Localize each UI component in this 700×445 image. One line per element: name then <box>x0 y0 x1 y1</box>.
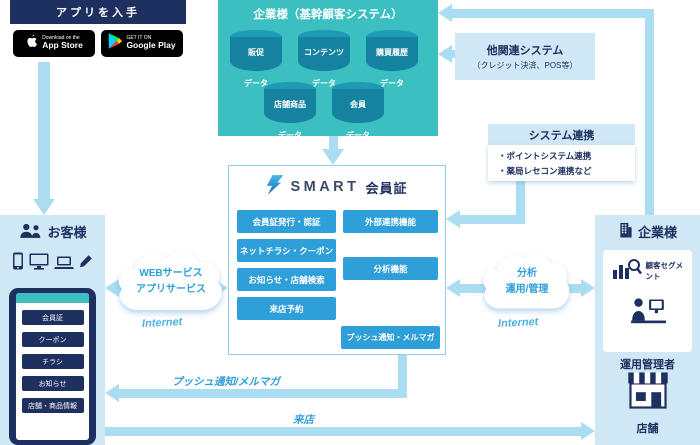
smart-logo-icon <box>266 174 284 200</box>
web-service-cloud-text: WEBサービス アプリサービス <box>136 268 206 295</box>
phone-menu-flyer: チラシ <box>21 354 84 369</box>
system-link-list: ・ポイントシステム連携 ・薬局レセコン連携など <box>488 145 635 181</box>
database-cylinder-icon: 店舗商品データ <box>264 82 316 140</box>
google-play-badge[interactable]: GET IT ON Google Play <box>101 29 183 57</box>
arrow-visit-head <box>581 422 595 440</box>
arrow-push-vline <box>398 355 407 396</box>
system-link-item: ・ポイントシステム連携 <box>498 150 592 161</box>
arrow-push-head <box>105 384 119 402</box>
apple-icon <box>25 33 38 54</box>
smart-logo: SMART 会員証 <box>238 174 436 200</box>
badge-store-name: App Store <box>42 40 83 51</box>
arrow-app-to-customer-head <box>33 199 55 215</box>
push-flow-label: プッシュ通知/メルマガ <box>172 376 280 388</box>
segment-row: 顧客セグメント <box>608 257 687 286</box>
arrow-company-to-core-head <box>438 4 452 22</box>
analysis-cloud <box>478 250 576 321</box>
chart-magnifier-icon <box>612 257 642 286</box>
storefront-icon <box>595 370 700 410</box>
arrow-company-smart-head-left <box>446 279 460 297</box>
database-cylinder-icon: コンテンツデータ <box>298 30 350 88</box>
feature-external-link: 外部連携機能 <box>343 210 438 233</box>
internet-label-left: Internet <box>141 315 183 331</box>
smart-brand-text: SMART <box>290 179 360 195</box>
arrow-customer-smart-head-left <box>105 279 119 297</box>
database-cylinder-icon: 会員データ <box>332 82 384 140</box>
arrow-related-to-core-head <box>438 45 452 63</box>
smart-brand-suffix: 会員証 <box>365 180 408 196</box>
arrow-related-to-core-line <box>449 50 456 58</box>
segment-label: 顧客セグメント <box>645 261 684 281</box>
internet-label-right: Internet <box>497 315 539 331</box>
arrow-company-to-core-vline <box>645 9 654 215</box>
related-system-subtitle: （クレジット決済、POS等） <box>472 61 578 70</box>
arrow-company-to-core-hline <box>452 9 654 18</box>
feature-net-flyer-coupon: ネットチラシ・クーポン <box>237 239 336 262</box>
badge-tagline: Download on the <box>42 35 80 42</box>
arrow-core-to-smart-line <box>329 136 338 151</box>
visit-flow-label: 来店 <box>293 414 314 426</box>
arrow-push-hline <box>117 389 407 398</box>
customer-title: お客様 <box>47 225 87 240</box>
arrow-syslink-to-smart-head <box>446 210 460 228</box>
system-link-title: システム連携 <box>488 124 635 145</box>
company-title: 企業様 <box>637 225 677 240</box>
app-store-badge[interactable]: Download on the App Store <box>13 29 95 57</box>
laptop-icon <box>54 256 74 275</box>
phone-header-band <box>16 293 89 303</box>
arrow-visit-line <box>105 427 583 436</box>
people-icon <box>18 223 42 241</box>
arrow-app-to-customer-line <box>38 62 50 202</box>
monitor-icon <box>29 253 49 275</box>
database-cylinder-icon: 購買履歴データ <box>366 30 418 88</box>
customer-devices <box>6 252 99 275</box>
feature-push-mail: プッシュ通知・メルマガ <box>341 326 440 349</box>
database-cylinder-icon: 販促データ <box>230 30 282 88</box>
feature-visit-reservation: 来店予約 <box>237 297 336 320</box>
phone-menu-membership: 会員証 <box>21 310 84 325</box>
arrow-core-to-smart-head <box>322 149 344 165</box>
phone-mockup: 会員証 クーポン チラシ お知らせ 店舗・商品情報 <box>9 288 96 445</box>
person-desk-icon <box>608 295 687 325</box>
app-badges: Download on the App Store GET IT ON Goog… <box>10 24 186 62</box>
related-system-title: 他関連システム <box>486 45 564 57</box>
building-icon <box>618 222 633 241</box>
feature-news-store-search: お知らせ・店舗検索 <box>237 268 336 291</box>
pen-icon <box>79 254 93 275</box>
feature-analysis: 分析機能 <box>343 257 438 280</box>
admin-label: 運用管理者 <box>620 359 675 371</box>
company-title-row: 企業様 <box>595 222 700 241</box>
system-link-item: ・薬局レセコン連携など <box>498 165 592 176</box>
app-acquire-title: アプリを入手 <box>10 0 186 24</box>
phone-screen: 会員証 クーポン チラシ お知らせ 店舗・商品情報 <box>16 293 89 440</box>
arrow-syslink-to-smart-vline <box>516 181 525 220</box>
core-system-title: 企業様（基幹顧客システム） <box>253 9 403 21</box>
badge-tagline: GET IT ON <box>126 35 152 42</box>
customer-title-row: お客様 <box>0 222 105 241</box>
arrow-syslink-to-smart-hline <box>460 215 525 224</box>
smartphone-icon <box>12 252 24 275</box>
badge-store-name: Google Play <box>126 40 176 51</box>
google-play-icon <box>108 32 123 54</box>
arrow-company-smart-head-right <box>581 279 595 297</box>
phone-menu-news: お知らせ <box>21 376 84 391</box>
related-system-panel: 他関連システム （クレジット決済、POS等） <box>455 33 595 80</box>
phone-menu-coupon: クーポン <box>21 332 84 347</box>
store-label: 店舗 <box>636 423 659 435</box>
company-card: 顧客セグメント <box>603 250 692 352</box>
analysis-cloud-text: 分析 運用/管理 <box>505 268 549 295</box>
web-service-cloud <box>112 248 230 323</box>
phone-menu-store-info: 店舗・商品情報 <box>21 398 84 413</box>
feature-member-auth: 会員証発行・認証 <box>237 210 336 233</box>
